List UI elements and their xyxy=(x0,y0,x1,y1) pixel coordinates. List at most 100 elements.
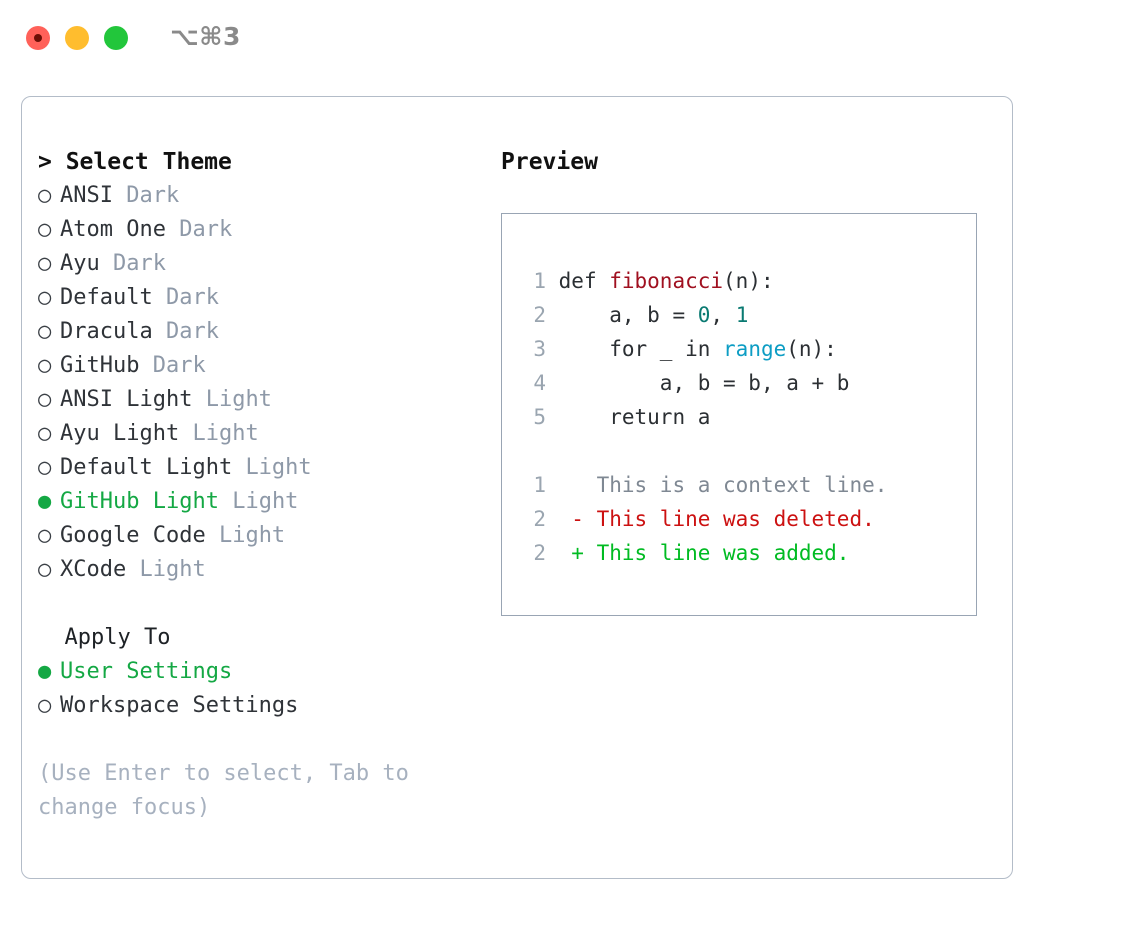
code-token: def xyxy=(558,269,610,293)
line-number: 1 xyxy=(533,473,546,497)
theme-option-label: Google Code xyxy=(60,523,206,548)
theme-option[interactable]: ○Dracula Dark xyxy=(38,315,478,349)
line-number: 3 xyxy=(533,337,546,361)
theme-variant-tag: Light xyxy=(232,489,299,514)
apply-to-option[interactable]: ● User Settings xyxy=(38,655,478,689)
theme-option[interactable]: ○ Ayu Light Light xyxy=(38,417,478,451)
theme-option[interactable]: ○ GitHub Dark xyxy=(38,349,478,383)
line-number: 2 xyxy=(533,303,546,327)
title-bar: ⌥⌘3 xyxy=(0,0,1140,78)
theme-option[interactable]: ○ Default Dark xyxy=(38,281,478,315)
theme-option[interactable]: ○ Default Light Light xyxy=(38,451,478,485)
code-line: 1 def fibonacci(n): xyxy=(502,264,976,298)
radio-unselected-icon: ○ xyxy=(38,557,52,582)
radio-unselected-icon: ○ xyxy=(38,217,52,242)
radio-unselected-icon: ○ xyxy=(38,353,52,378)
code-token: 1 xyxy=(735,303,749,327)
theme-option-label: Dracula xyxy=(60,319,153,344)
diff-line: 2 - This line was deleted. xyxy=(502,502,976,536)
line-number: 2 xyxy=(533,507,546,531)
line-number: 4 xyxy=(533,371,546,395)
diff-line-text: + This line was added. xyxy=(571,541,850,565)
select-theme-header: > Select Theme xyxy=(38,149,232,175)
diff-line-text: - This line was deleted. xyxy=(571,507,875,531)
theme-option-label: GitHub Light xyxy=(60,489,219,514)
line-number: 1 xyxy=(533,269,546,293)
theme-variant-tag: Light xyxy=(139,557,206,582)
code-line: 3 for _ in range(n): xyxy=(502,332,976,366)
code-diff-separator xyxy=(502,434,976,468)
theme-option[interactable]: ○Atom One Dark xyxy=(38,213,478,247)
theme-variant-tag: Dark xyxy=(165,285,219,310)
code-token: (n): xyxy=(723,269,774,293)
line-number: 5 xyxy=(533,405,546,429)
diff-line: 2 + This line was added. xyxy=(502,536,976,570)
theme-option-label: Default Light xyxy=(60,455,233,480)
preview-header: Preview xyxy=(501,149,598,175)
theme-option[interactable]: ○ Google Code Light xyxy=(38,519,478,553)
theme-option-label: GitHub xyxy=(60,353,140,378)
code-token: a, b = b, a + b xyxy=(558,371,850,395)
maximize-button[interactable] xyxy=(104,26,128,50)
theme-option-label: Default xyxy=(60,285,153,310)
radio-unselected-icon: ○ xyxy=(38,251,52,276)
window-controls xyxy=(26,26,128,50)
theme-variant-tag: Light xyxy=(205,387,272,412)
apply-to-header: Apply To xyxy=(38,625,171,650)
diff-line: 1 This is a context line. xyxy=(502,468,976,502)
code-token: a, b = xyxy=(558,303,698,327)
radio-unselected-icon: ○ xyxy=(38,387,52,412)
theme-list[interactable]: ○ANSI Dark○Atom One Dark○Ayu Dark○Defaul… xyxy=(38,179,478,587)
theme-option-label: ANSI xyxy=(60,183,113,208)
content-panel: > Select Theme ○ANSI Dark○Atom One Dark○… xyxy=(21,96,1013,879)
line-number: 2 xyxy=(533,541,546,565)
theme-option[interactable]: ○ ANSI Dark xyxy=(38,179,478,213)
code-token: (n): xyxy=(786,337,837,361)
radio-unselected-icon: ○ xyxy=(38,183,52,208)
code-line: 5 return a xyxy=(502,400,976,434)
code-token: 0 xyxy=(697,303,711,327)
apply-to-option[interactable]: ○ Workspace Settings xyxy=(38,689,478,723)
apply-to-option-label: User Settings xyxy=(60,659,233,684)
theme-variant-tag: Dark xyxy=(179,217,233,242)
diff-block: 1 This is a context line.2 - This line w… xyxy=(502,468,976,570)
code-token: return a xyxy=(558,405,711,429)
radio-unselected-icon: ○ xyxy=(38,285,52,310)
theme-option-label: XCode xyxy=(60,557,127,582)
apply-to-option-label: Workspace Settings xyxy=(60,693,299,718)
code-token: range xyxy=(723,337,787,361)
preview-column: Preview 1 def fibonacci(n):2 a, b = 0, 1… xyxy=(501,145,1001,616)
theme-option-label: Ayu xyxy=(60,251,100,276)
minimize-button[interactable] xyxy=(65,26,89,50)
theme-option[interactable]: ○ Ayu Dark xyxy=(38,247,478,281)
theme-variant-tag: Dark xyxy=(126,183,180,208)
theme-option-label: ANSI Light xyxy=(60,387,193,412)
keyboard-hint-text: (Use Enter to select, Tab to change focu… xyxy=(38,761,423,820)
radio-unselected-icon: ○ xyxy=(38,319,52,344)
radio-unselected-icon: ○ xyxy=(38,693,52,718)
code-token: for _ in xyxy=(558,337,724,361)
radio-selected-icon: ● xyxy=(38,659,52,684)
keyboard-shortcut-label: ⌥⌘3 xyxy=(170,22,241,51)
radio-unselected-icon: ○ xyxy=(38,523,52,548)
theme-variant-tag: Light xyxy=(245,455,312,480)
code-line: 4 a, b = b, a + b xyxy=(502,366,976,400)
theme-option[interactable]: ○ XCode Light xyxy=(38,553,478,587)
theme-variant-tag: Light xyxy=(192,421,259,446)
theme-variant-tag: Light xyxy=(218,523,286,548)
radio-unselected-icon: ○ xyxy=(38,421,52,446)
theme-variant-tag: Dark xyxy=(152,353,206,378)
radio-unselected-icon: ○ xyxy=(38,455,52,480)
theme-option[interactable]: ●GitHub Light Light xyxy=(38,485,478,519)
theme-option[interactable]: ○ ANSI Light Light xyxy=(38,383,478,417)
code-line: 2 a, b = 0, 1 xyxy=(502,298,976,332)
code-token: fibonacci xyxy=(609,269,724,293)
apply-to-list[interactable]: ● User Settings ○ Workspace Settings xyxy=(38,655,478,723)
theme-selection-column: > Select Theme ○ANSI Dark○Atom One Dark○… xyxy=(38,145,478,825)
theme-variant-tag: Dark xyxy=(113,251,166,276)
diff-line-text: This is a context line. xyxy=(571,473,888,497)
close-button[interactable] xyxy=(26,26,50,50)
theme-option-label: Ayu Light xyxy=(60,421,180,446)
